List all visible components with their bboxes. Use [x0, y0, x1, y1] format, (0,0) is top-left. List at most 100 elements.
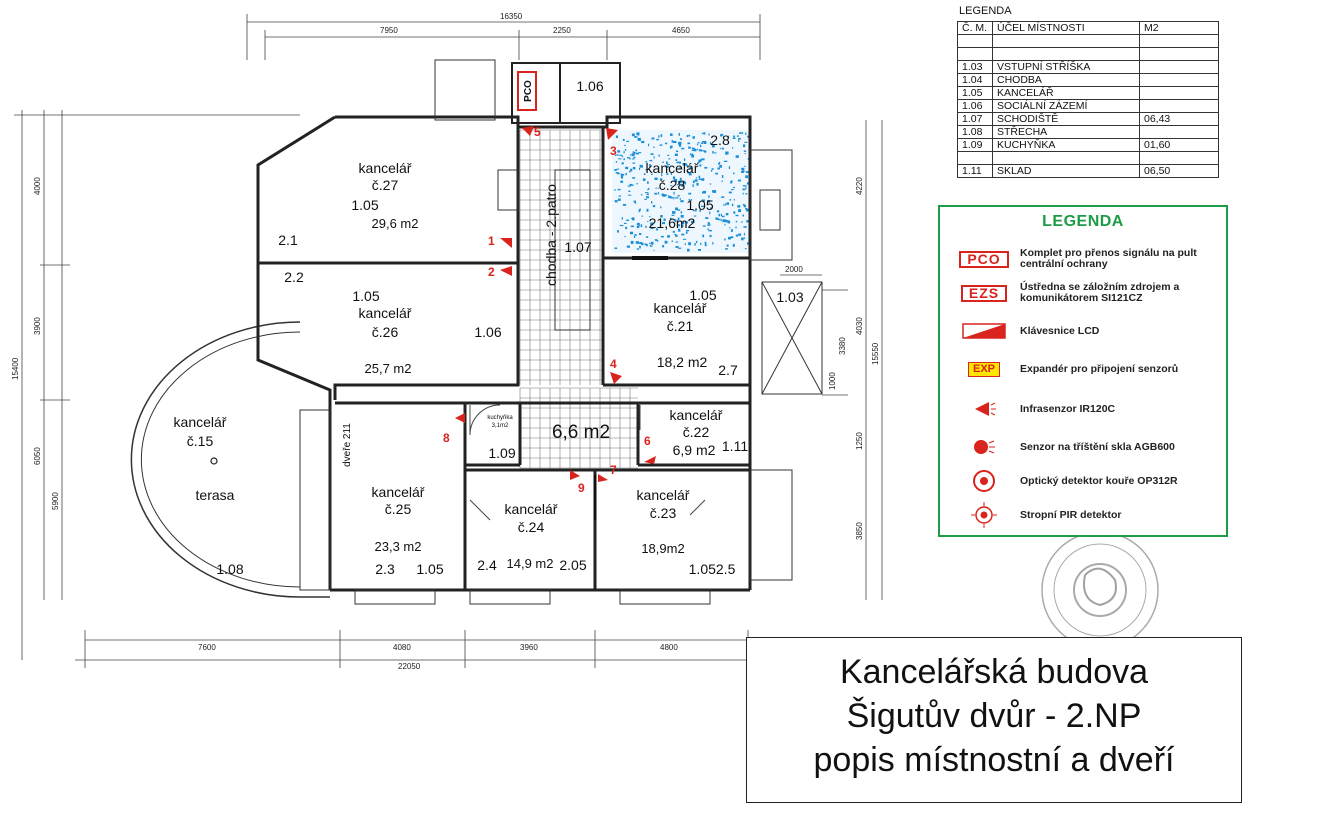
svg-text:č.27: č.27: [372, 177, 399, 193]
svg-text:kancelář: kancelář: [670, 407, 723, 423]
room-label-15: kancelář č.15 terasa 1.08: [174, 414, 244, 577]
svg-text:1.05: 1.05: [416, 561, 443, 577]
svg-text:18,2 m2: 18,2 m2: [657, 354, 708, 370]
dim-top-c: 4650: [672, 26, 690, 35]
porch-structure: [299, 59, 823, 605]
dim-left-total: 15400: [11, 357, 20, 380]
dim-right-b: 4030: [855, 317, 864, 335]
dim-top-b: 2250: [553, 26, 571, 35]
dim-right-a: 4220: [855, 177, 864, 195]
marker-6: 6: [644, 434, 651, 448]
svg-text:2.05: 2.05: [559, 557, 586, 573]
svg-text:č.25: č.25: [385, 501, 412, 517]
svg-text:2.4: 2.4: [477, 557, 497, 573]
table-row: [957, 151, 1219, 165]
ceiling-pir-icon: [971, 502, 997, 528]
dim-right-c: 3380: [838, 337, 847, 355]
svg-text:č.22: č.22: [683, 424, 710, 440]
legend-item-infrared: Infrasenzor IR120C: [954, 397, 1115, 421]
door-swings: [469, 404, 706, 521]
svg-text:2.1: 2.1: [278, 232, 298, 248]
pco-marker: [517, 71, 537, 111]
legend-item-expander: EXP Expandér pro připojení senzorů: [954, 357, 1178, 381]
svg-text:kancelář: kancelář: [646, 160, 699, 176]
dim-left-a: 4000: [33, 177, 42, 195]
dim-bottom-total: 22050: [398, 662, 421, 671]
svg-text:kancelář: kancelář: [359, 160, 412, 176]
marker-3: 3: [610, 144, 617, 158]
corridor-code: 1.07: [564, 239, 591, 255]
table-row: [957, 47, 1219, 61]
svg-text:kancelář: kancelář: [174, 414, 227, 430]
pco-icon: PCO: [959, 250, 1009, 268]
ezs-icon: EZS: [960, 284, 1008, 302]
svg-text:2.2: 2.2: [284, 269, 304, 285]
marker-1: 1: [488, 234, 495, 248]
svg-text:1.06: 1.06: [474, 324, 501, 340]
svg-text:kancelář: kancelář: [637, 487, 690, 503]
svg-text:1.08: 1.08: [216, 561, 243, 577]
svg-text:č.21: č.21: [667, 318, 694, 334]
svg-text:č.23: č.23: [650, 505, 677, 521]
svg-text:terasa: terasa: [196, 487, 235, 503]
sensor-legend-title: LEGENDA: [1042, 213, 1124, 230]
legend-item-ceiling-pir: Stropní PIR detektor: [954, 502, 1122, 528]
porch-label: 1.03: [776, 289, 803, 305]
svg-text:1.052.5: 1.052.5: [689, 561, 736, 577]
sensor-markers: 1 2 3 4 5 6 7 8 9: [443, 125, 656, 495]
svg-text:kancelář: kancelář: [505, 501, 558, 517]
dim-bottom-b: 4080: [393, 643, 411, 652]
architect-stamp: [1041, 531, 1159, 649]
marker-2: 2: [488, 265, 495, 279]
svg-text:1.05: 1.05: [351, 197, 378, 213]
marker-8: 8: [443, 431, 450, 445]
table-row: [957, 34, 1219, 48]
toilet-label: 1.06: [576, 78, 603, 94]
marker-4: 4: [610, 357, 617, 371]
svg-text:25,7 m2: 25,7 m2: [365, 361, 412, 376]
legend-item-glass-break: Senzor na tříštění skla AGB600: [954, 435, 1175, 459]
marker-9: 9: [578, 481, 585, 495]
svg-text:č.24: č.24: [518, 519, 545, 535]
glass-break-icon: [974, 440, 995, 454]
room-label-27: kancelář č.27 1.05 29,6 m2 2.1: [278, 160, 418, 248]
svg-text:29,6 m2: 29,6 m2: [372, 216, 419, 231]
smoke-detector-icon: [973, 470, 995, 492]
svg-text:2.7: 2.7: [718, 362, 738, 378]
room-label-28: 2.8 kancelář č.28 1.05 21,6m2: [646, 132, 730, 231]
svg-text:6,9 m2: 6,9 m2: [673, 442, 716, 458]
svg-text:18,9m2: 18,9m2: [641, 541, 684, 556]
kitchen-label: 1.09: [488, 445, 515, 461]
svg-text:21,6m2: 21,6m2: [649, 215, 696, 231]
legend-item-keypad: Klávesnice LCD: [954, 319, 1099, 343]
dim-top-a: 7950: [380, 26, 398, 35]
marker-5: 5: [534, 125, 541, 139]
title-line-3: popis místnostní a dveří: [813, 741, 1175, 779]
legend-item-pco: PCO Komplet pro přenos signálu na pult c…: [954, 247, 1200, 271]
room-label-24: kancelář č.24 2.4 14,9 m2 2.05: [477, 501, 587, 573]
dim-bottom-c: 3960: [520, 643, 538, 652]
dim-bottom-a: 7600: [198, 643, 216, 652]
svg-text:23,3 m2: 23,3 m2: [375, 539, 422, 554]
svg-text:14,9 m2: 14,9 m2: [507, 556, 554, 571]
terrace-outline: [130, 321, 301, 598]
dim-right-total: 15550: [871, 342, 880, 365]
exp-icon: EXP: [967, 361, 1000, 377]
svg-text:2.8: 2.8: [710, 132, 730, 148]
sensor-legend: LEGENDA PCO Komplet pro přenos signálu n…: [938, 205, 1228, 537]
room-label-25: kancelář č.25 23,3 m2 2.3 1.05: [372, 484, 444, 577]
dim-left-d: 5900: [51, 492, 60, 510]
kitchen-small-area: 3,1m2: [492, 423, 509, 429]
svg-text:kancelář: kancelář: [372, 484, 425, 500]
corridor-grid: [519, 129, 638, 469]
hatched-area: [612, 130, 751, 253]
dim-left-b: 3900: [33, 317, 42, 335]
room-label-22: kancelář č.22 6,9 m2 1.11: [670, 407, 749, 458]
